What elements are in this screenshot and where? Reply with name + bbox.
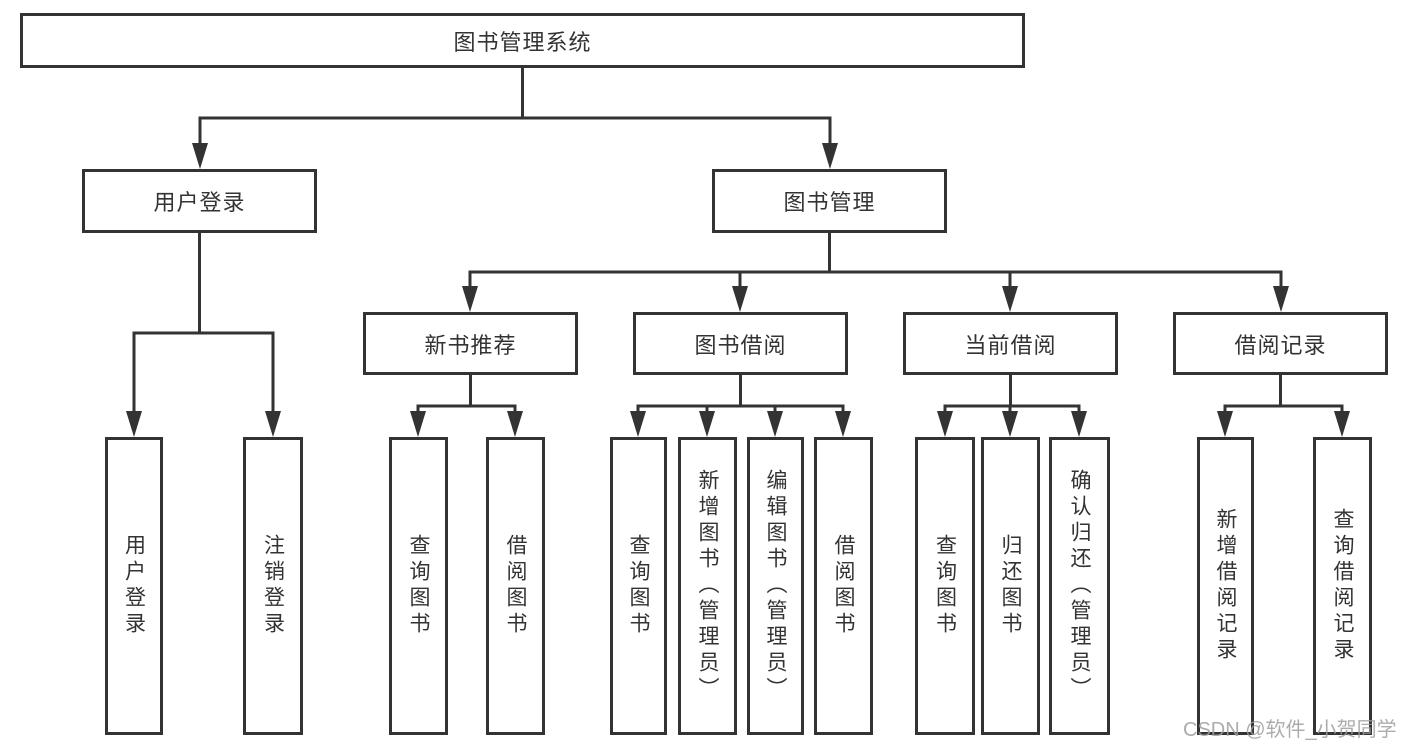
node-label: 借阅图书 — [504, 534, 527, 638]
arrow-down-icon — [699, 411, 715, 437]
node-label: 注销登录 — [261, 534, 285, 638]
arrow-down-icon — [507, 411, 523, 437]
arrow-down-icon — [835, 411, 851, 437]
leaf-query-books: 查询图书 — [610, 437, 667, 735]
node-label: 查询图书 — [933, 534, 957, 638]
arrow-down-icon — [732, 286, 748, 312]
leaf-edit-books-admin: 编辑图书（管理员） — [747, 437, 804, 735]
arrow-down-icon — [1002, 411, 1018, 437]
node-label: 当前借阅 — [964, 332, 1057, 358]
leaf-user-login: 用户登录 — [105, 437, 163, 735]
arrow-down-icon — [126, 411, 142, 437]
node-label: 归还图书 — [999, 534, 1022, 638]
node-book-management: 图书管理 — [712, 169, 947, 233]
arrow-down-icon — [937, 411, 953, 437]
arrow-down-icon — [1071, 411, 1087, 437]
arrow-down-icon — [630, 411, 646, 437]
node-current-borrow: 当前借阅 — [903, 312, 1118, 375]
leaf-add-borrow-record: 新增借阅记录 — [1197, 437, 1254, 735]
arrow-down-icon — [192, 143, 208, 169]
arrow-down-icon — [462, 286, 478, 312]
node-label: 用户登录 — [153, 190, 246, 215]
arrow-down-icon — [265, 411, 281, 437]
node-book-borrow: 图书借阅 — [633, 312, 848, 375]
node-label: 图书管理 — [783, 190, 876, 215]
node-label: 查询图书 — [407, 534, 430, 638]
node-user-login: 用户登录 — [82, 169, 317, 233]
node-label: 确认归还（管理员） — [1068, 469, 1091, 703]
leaf-add-books-admin: 新增图书（管理员） — [678, 437, 737, 735]
arrow-down-icon — [1002, 286, 1018, 312]
node-label: 图书管理系统 — [453, 29, 592, 55]
node-label: 用户登录 — [122, 534, 146, 638]
arrow-down-icon — [1217, 411, 1233, 437]
node-label: 借阅图书 — [832, 534, 855, 638]
arrow-down-icon — [1334, 411, 1350, 437]
node-label: 查询图书 — [627, 534, 650, 638]
node-label: 新增借阅记录 — [1214, 508, 1237, 664]
arrowheads — [126, 143, 1350, 437]
node-label: 编辑图书（管理员） — [764, 469, 787, 703]
leaf-query-books: 查询图书 — [389, 437, 448, 735]
leaf-query-borrow-record: 查询借阅记录 — [1313, 437, 1372, 735]
arrow-down-icon — [410, 411, 426, 437]
node-label: 查询借阅记录 — [1331, 508, 1354, 664]
node-new-book-recommend: 新书推荐 — [363, 312, 578, 375]
leaf-return-books: 归还图书 — [981, 437, 1040, 735]
arrow-down-icon — [767, 411, 783, 437]
node-label: 借阅记录 — [1234, 332, 1327, 358]
leaf-query-books: 查询图书 — [915, 437, 975, 735]
node-label: 图书借阅 — [694, 332, 787, 358]
leaf-borrow-books: 借阅图书 — [814, 437, 873, 735]
node-label: 新书推荐 — [424, 332, 517, 358]
node-borrow-records: 借阅记录 — [1173, 312, 1388, 375]
leaf-logout: 注销登录 — [243, 437, 303, 735]
arrow-down-icon — [1273, 286, 1289, 312]
node-root-system: 图书管理系统 — [20, 13, 1025, 68]
leaf-borrow-books: 借阅图书 — [486, 437, 545, 735]
csdn-watermark: CSDN @软件_小贺同学 — [1183, 719, 1397, 741]
arrow-down-icon — [822, 143, 838, 169]
node-label: 新增图书（管理员） — [696, 469, 719, 703]
leaf-confirm-return-admin: 确认归还（管理员） — [1049, 437, 1110, 735]
